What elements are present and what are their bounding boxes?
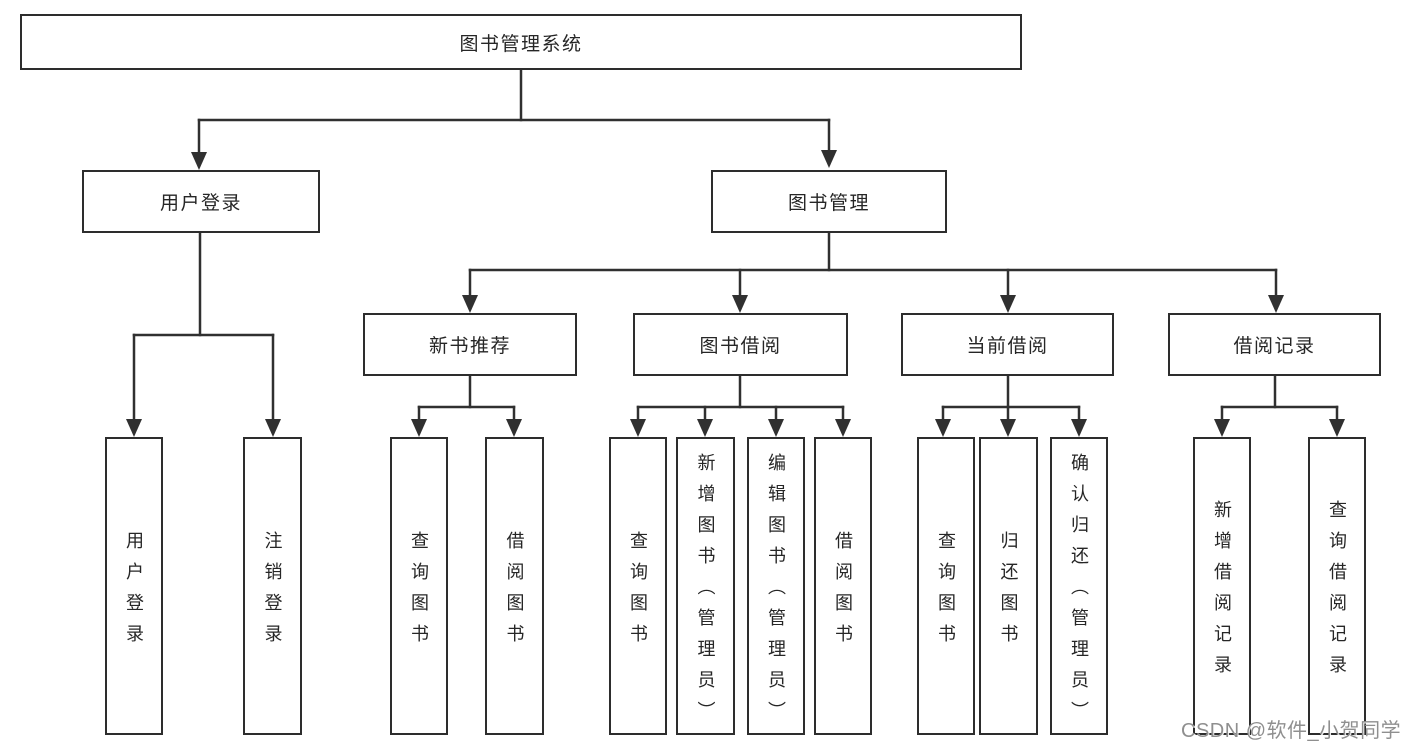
node-user-login: 用户登录 bbox=[82, 170, 320, 233]
node-label: 图书借阅 bbox=[699, 336, 782, 357]
leaf-borrow-books-2: 借阅图书 bbox=[814, 437, 872, 735]
leaf-add-borrow-record: 新增借阅记录 bbox=[1193, 437, 1251, 735]
node-book-borrowing: 图书借阅 bbox=[633, 313, 848, 376]
leaf-add-book-admin: 新增图书（管理员） bbox=[676, 437, 735, 735]
node-label: 用户登录 bbox=[124, 530, 144, 655]
connector-user-login-to-leaves bbox=[126, 231, 281, 437]
node-label: 查询借阅记录 bbox=[1327, 499, 1347, 686]
node-label: 借阅记录 bbox=[1233, 336, 1316, 357]
node-library-management-system: 图书管理系统 bbox=[20, 14, 1022, 70]
leaf-logout: 注销登录 bbox=[243, 437, 302, 735]
node-label: 图书管理 bbox=[787, 193, 870, 214]
connector-root-to-level2 bbox=[191, 68, 837, 170]
leaf-edit-book-admin: 编辑图书（管理员） bbox=[747, 437, 805, 735]
leaf-return-books: 归还图书 bbox=[979, 437, 1038, 735]
node-label: 新书推荐 bbox=[428, 336, 511, 357]
node-label: 查询图书 bbox=[409, 530, 429, 655]
node-label: 注销登录 bbox=[262, 530, 283, 655]
leaf-borrow-books: 借阅图书 bbox=[485, 437, 544, 735]
connector-book-borrowing-to-leaves bbox=[630, 374, 851, 437]
node-label: 图书管理系统 bbox=[459, 33, 583, 55]
node-label: 用户登录 bbox=[159, 193, 242, 214]
node-label: 编辑图书（管理员） bbox=[766, 453, 786, 732]
node-book-management: 图书管理 bbox=[711, 170, 947, 233]
connector-current-borrowing-to-leaves bbox=[935, 374, 1087, 437]
leaf-query-books: 查询图书 bbox=[390, 437, 448, 735]
connector-new-book-recommendation-to-leaves bbox=[411, 374, 522, 437]
leaf-query-books-3: 查询图书 bbox=[917, 437, 975, 735]
leaf-user-login: 用户登录 bbox=[105, 437, 163, 735]
leaf-query-books-2: 查询图书 bbox=[609, 437, 667, 735]
connector-borrowing-records-to-leaves bbox=[1214, 374, 1345, 437]
node-label: 归还图书 bbox=[998, 530, 1019, 655]
node-label: 新增借阅记录 bbox=[1212, 499, 1232, 686]
node-current-borrowing: 当前借阅 bbox=[901, 313, 1114, 376]
leaf-query-borrow-record: 查询借阅记录 bbox=[1308, 437, 1366, 735]
node-label: 确认归还（管理员） bbox=[1069, 453, 1089, 732]
node-borrowing-records: 借阅记录 bbox=[1168, 313, 1381, 376]
csdn-watermark: CSDN @软件_小贺同学 bbox=[1181, 720, 1402, 742]
connector-book-management-to-level3 bbox=[462, 231, 1284, 313]
node-label: 借阅图书 bbox=[833, 530, 853, 655]
node-label: 查询图书 bbox=[936, 530, 956, 655]
node-new-book-recommendation: 新书推荐 bbox=[363, 313, 577, 376]
node-label: 当前借阅 bbox=[966, 336, 1049, 357]
leaf-confirm-return-admin: 确认归还（管理员） bbox=[1050, 437, 1108, 735]
node-label: 借阅图书 bbox=[504, 530, 525, 655]
node-label: 查询图书 bbox=[628, 530, 648, 655]
node-label: 新增图书（管理员） bbox=[695, 453, 716, 732]
